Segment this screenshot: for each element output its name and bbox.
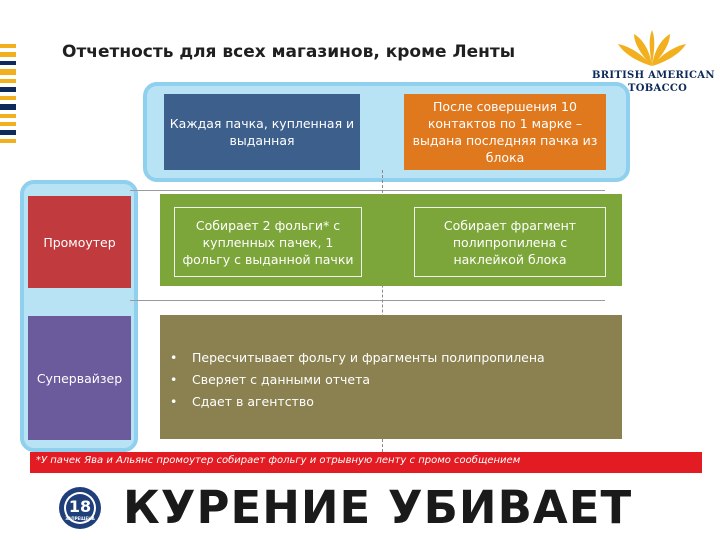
footnote-bar (30, 452, 702, 473)
slide-title: Отчетность для всех магазинов, кроме Лен… (62, 42, 516, 62)
logo-line2: TOBACCO (628, 83, 688, 94)
list-item: • Пересчитывает фольгу и фрагменты полип… (170, 347, 545, 369)
health-warning: КУРЕНИЕ УБИВАЕТ (123, 481, 633, 534)
separator-line-1 (130, 190, 605, 191)
age-number: 18 (68, 497, 92, 516)
supervisor-band (160, 315, 622, 439)
center-divider (382, 170, 383, 452)
age-label: ЗАПРЕЩЕНА (65, 516, 95, 521)
age-restriction-badge: 18 ЗАПРЕЩЕНА (58, 486, 102, 530)
role-promoter: Промоутер (28, 196, 131, 288)
list-item: • Сдает в агентство (170, 391, 545, 413)
footnote-text: *У пачек Ява и Альянс промоутер собирает… (36, 455, 521, 466)
task-text: Сдает в агентство (192, 394, 314, 409)
box-collect-polypropylene: Собирает фрагмент полипропилена с наклей… (414, 207, 606, 277)
box-bought-and-given-pack: Каждая пачка, купленная и выданная (164, 94, 360, 170)
bullet-icon: • (170, 372, 178, 387)
logo-line1: BRITISH AMERICAN (592, 70, 715, 81)
bullet-icon: • (170, 350, 178, 365)
role-supervisor: Супервайзер (28, 316, 131, 440)
age-18-icon (59, 487, 101, 529)
list-item: • Сверяет с данными отчета (170, 369, 545, 391)
box-last-pack-issued: После совершения 10 контактов по 1 марке… (404, 94, 606, 170)
box-collect-foils: Собирает 2 фольги* с купленных пачек, 1 … (174, 207, 362, 277)
bullet-icon: • (170, 394, 178, 409)
supervisor-task-list: • Пересчитывает фольгу и фрагменты полип… (170, 347, 545, 413)
bat-logo: BRITISH AMERICAN TOBACCO (590, 30, 718, 100)
task-text: Пересчитывает фольгу и фрагменты полипро… (192, 350, 545, 365)
separator-line-2 (130, 300, 605, 301)
leaf-icon (618, 30, 686, 66)
task-text: Сверяет с данными отчета (192, 372, 371, 387)
